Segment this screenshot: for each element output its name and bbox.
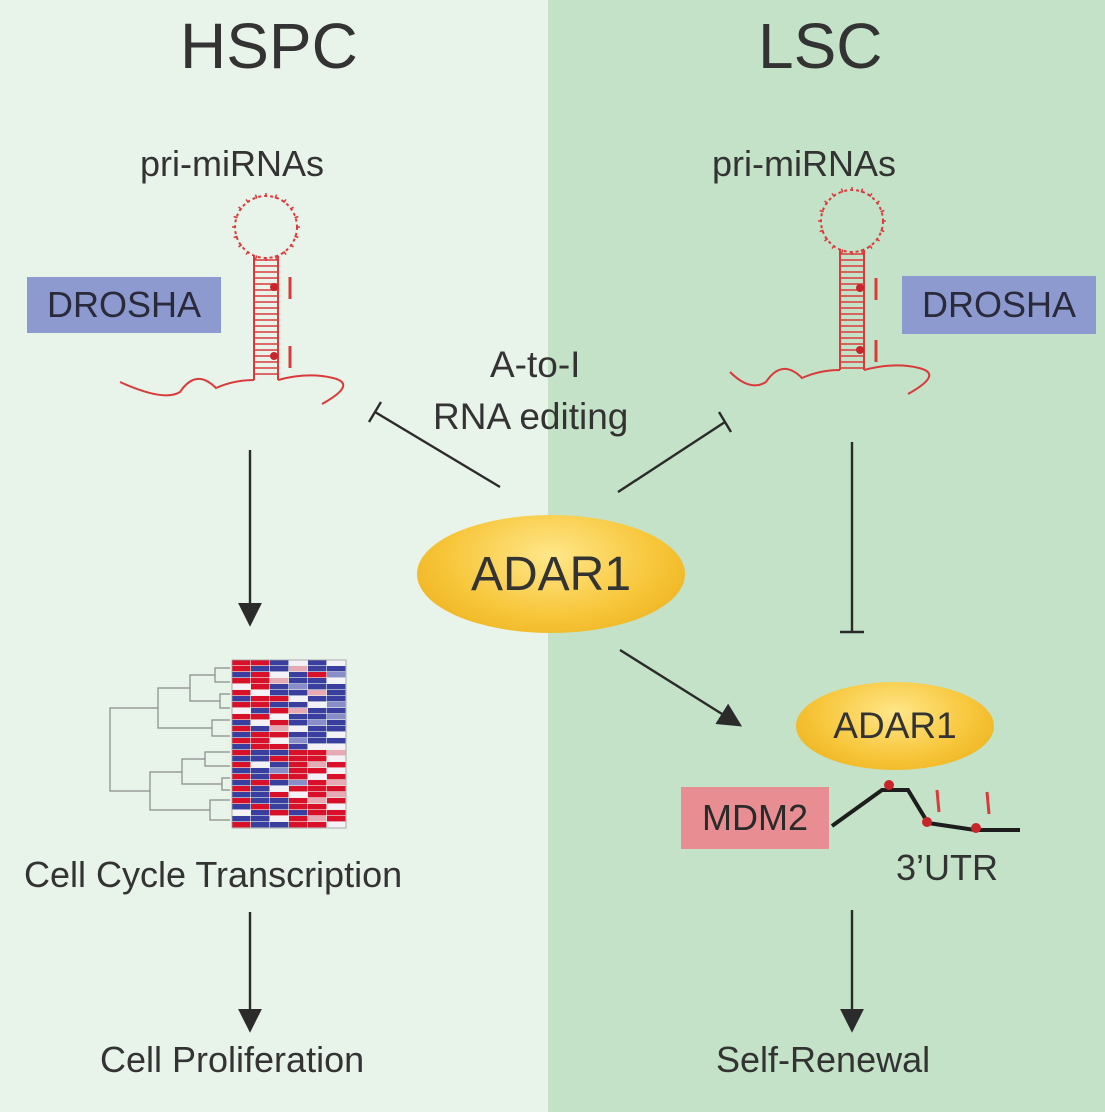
heatmap-dendrogram-icon [109,659,347,829]
utr-label: 3’UTR [896,847,999,888]
drosha-box-left: DROSHA [27,277,221,333]
editing-label-line1: A-to-I [490,344,581,385]
cell-proliferation-label: Cell Proliferation [100,1039,365,1080]
editing-label-line2: RNA editing [433,396,629,437]
mdm2-box: MDM2 [681,787,829,849]
right-hairpin-icon [729,187,931,395]
drosha-box-right: DROSHA [902,276,1096,334]
pri-mirnas-label-right: pri-miRNAs [712,143,896,184]
cell-cycle-label: Cell Cycle Transcription [24,854,403,895]
inhibition-right-pri-to-mdm2 [840,442,864,634]
adar1-bound-ellipse: ADAR1 [796,682,994,770]
self-renewal-label: Self-Renewal [716,1039,931,1080]
pri-mirnas-label-left: pri-miRNAs [140,143,324,184]
arrow-adar1-to-mdm2 [619,648,743,727]
hspc-title: HSPC [180,10,358,82]
inhibition-adar1-to-left-pri [367,401,501,489]
adar1-main-ellipse: ADAR1 [417,515,685,633]
mrna-3utr-icon [830,780,1020,833]
inhibition-adar1-to-right-pri [617,411,733,494]
left-hairpin-icon [119,193,345,405]
lsc-title: LSC [758,10,883,82]
